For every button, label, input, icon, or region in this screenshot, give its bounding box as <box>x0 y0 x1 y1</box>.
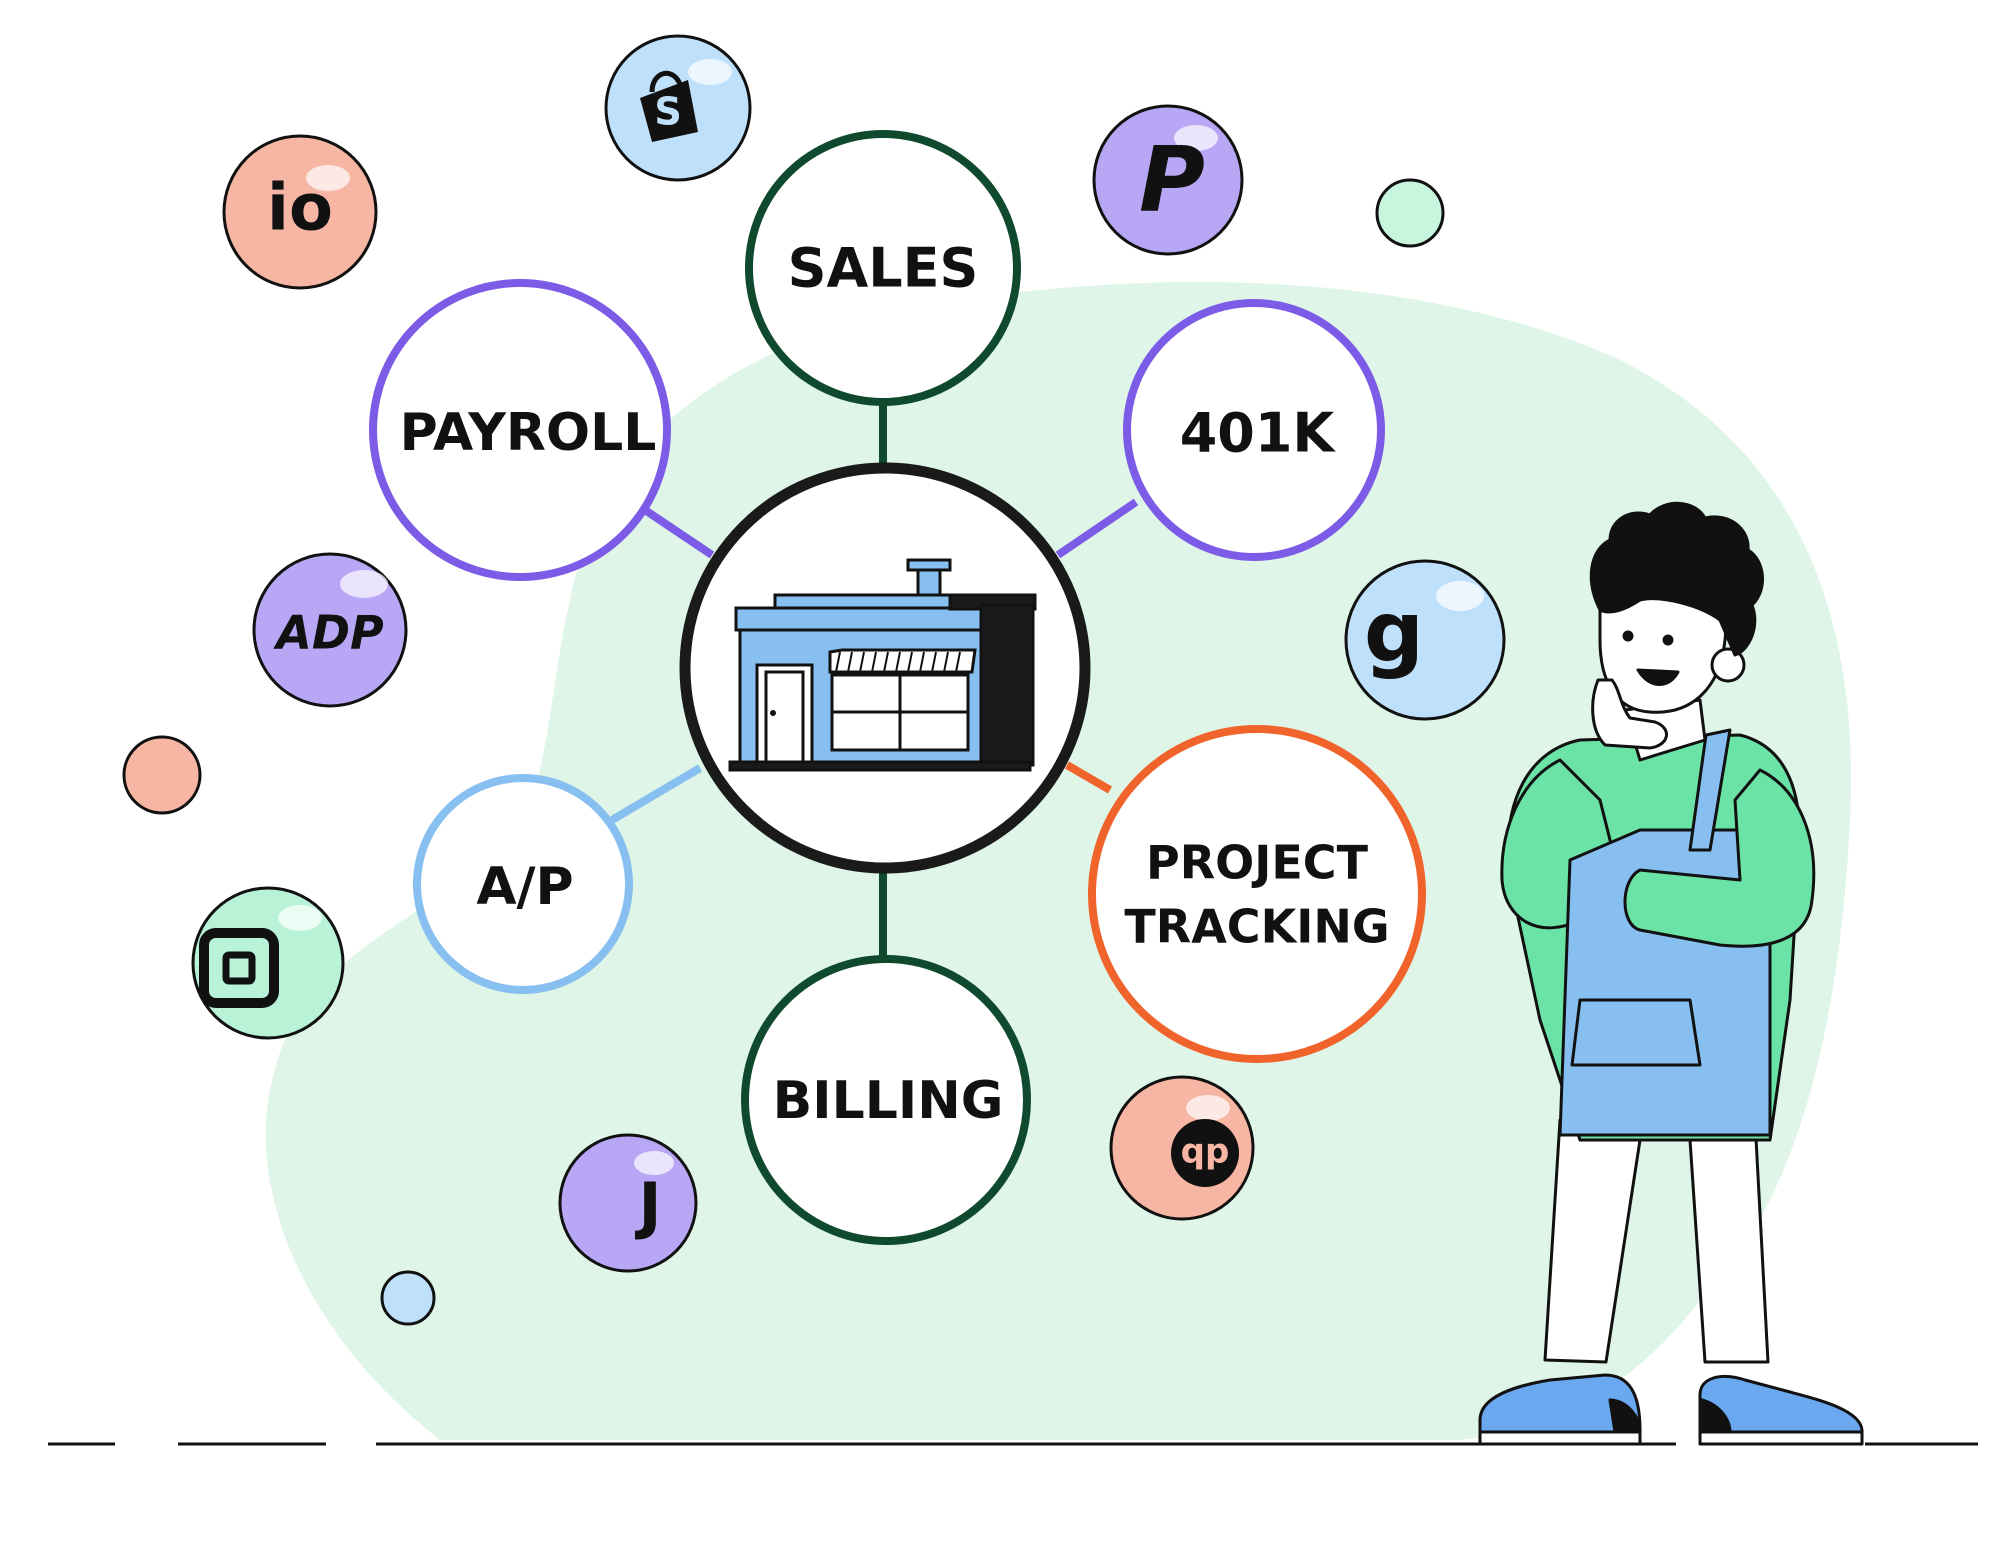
g-logo-icon: g <box>1364 583 1424 681</box>
hand <box>1591 678 1668 750</box>
connector-payroll <box>642 506 715 559</box>
shopify-logo-bubble: S <box>604 34 752 182</box>
connector-lines <box>609 400 1139 958</box>
adp-logo-icon: ADP <box>273 606 384 660</box>
small-peach-bubble <box>122 735 202 815</box>
square-logo-icon <box>199 928 279 1008</box>
small-blue-bubble <box>380 1270 436 1326</box>
left-arm <box>1623 768 1816 948</box>
small-mint-bubble <box>1375 178 1445 248</box>
j-logo-bubble: J <box>558 1133 698 1273</box>
p-logo-bubble: P <box>1092 104 1244 256</box>
node-sales: SALES <box>745 130 1021 406</box>
svg-text:S: S <box>654 90 681 134</box>
node-ap: A/P <box>413 774 633 994</box>
connector-project <box>1064 761 1113 794</box>
g-logo-bubble: g <box>1344 559 1506 721</box>
p-logo-icon: P <box>1139 128 1205 233</box>
node-ap-label: A/P <box>476 857 573 917</box>
node-401k-label: 401K <box>1180 402 1337 465</box>
node-payroll-label: PAYROLL <box>400 403 657 463</box>
io-logo-icon: io <box>267 172 333 246</box>
adp-logo-bubble: ADP <box>252 552 408 708</box>
square-logo-bubble <box>191 886 345 1040</box>
storefront-icon <box>728 558 1037 772</box>
io-logo-bubble: io <box>222 134 378 290</box>
node-payroll: PAYROLL <box>369 279 671 581</box>
hair <box>1589 501 1765 657</box>
j-logo-icon: J <box>634 1169 661 1242</box>
node-project-label-line1: PROJECT <box>1146 836 1369 890</box>
shopify-bag-icon: S <box>640 70 698 142</box>
center-node <box>679 462 1091 874</box>
node-401k: 401K <box>1123 299 1385 561</box>
person-illustration <box>1478 501 1864 1446</box>
connector-ap <box>609 764 703 824</box>
right-shoe <box>1698 1375 1864 1442</box>
node-sales-label: SALES <box>788 237 979 300</box>
node-billing: BILLING <box>741 955 1031 1245</box>
qp-logo-bubble: qp <box>1109 1075 1255 1221</box>
qp-logo-icon: qp <box>1181 1132 1230 1172</box>
node-billing-label: BILLING <box>773 1071 1004 1131</box>
node-project-tracking: PROJECT TRACKING <box>1088 725 1426 1063</box>
node-project-label-line2: TRACKING <box>1124 900 1389 954</box>
connector-401k <box>1055 498 1139 559</box>
